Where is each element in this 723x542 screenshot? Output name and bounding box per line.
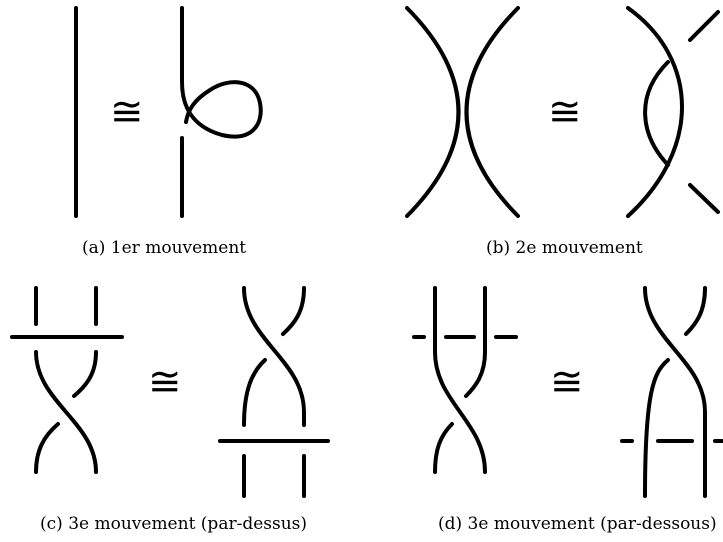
panel-c-right-cross-under-bottom [242,358,267,427]
caption-b: (b) 2e mouvement [486,238,643,258]
panel-c-equiv-symbol: ≅ [148,359,182,405]
panel-c-cross-under-top [72,350,98,398]
panel-c-right-cross-over [242,286,306,427]
panel-d-right-strand-under-bottom2 [643,358,670,498]
panel-d-equiv-symbol: ≅ [550,359,584,405]
panel-b-under-strand-bottom [688,183,720,214]
caption-c: (c) 3e mouvement (par-dessus) [40,514,308,534]
panel-a-equiv-symbol: ≅ [110,89,144,135]
panel-b-equiv-symbol: ≅ [548,89,582,135]
panel-a-loop-strand [180,6,263,139]
panel-d-right-strand-over [643,286,707,498]
panel-b-over-strand [626,6,684,218]
panel-b-under-strand-mid [643,60,670,167]
panel-c-cross-under-bottom [34,422,60,474]
panel-d-left-strand-over [433,286,487,474]
caption-d: (d) 3e mouvement (par-dessous) [438,514,717,534]
panel-c-right-cross-under-top [281,286,306,336]
panel-d-third-move-under: ≅ [412,286,723,498]
panel-d-right-strand-under-top2 [684,286,707,336]
panel-d-right-strand-under-bottom [433,422,454,474]
panel-a-first-move: ≅ [74,6,263,218]
panel-c-cross-over [34,350,98,474]
panel-d-right-strand-under-top [464,286,487,398]
panel-b-right-arc [464,6,520,218]
panel-b-under-strand-top [688,10,720,42]
panel-b-second-move: ≅ [405,6,720,218]
panel-c-third-move-over: ≅ [10,286,330,498]
panel-b-left-arc [405,6,461,218]
caption-a: (a) 1er mouvement [82,238,247,258]
